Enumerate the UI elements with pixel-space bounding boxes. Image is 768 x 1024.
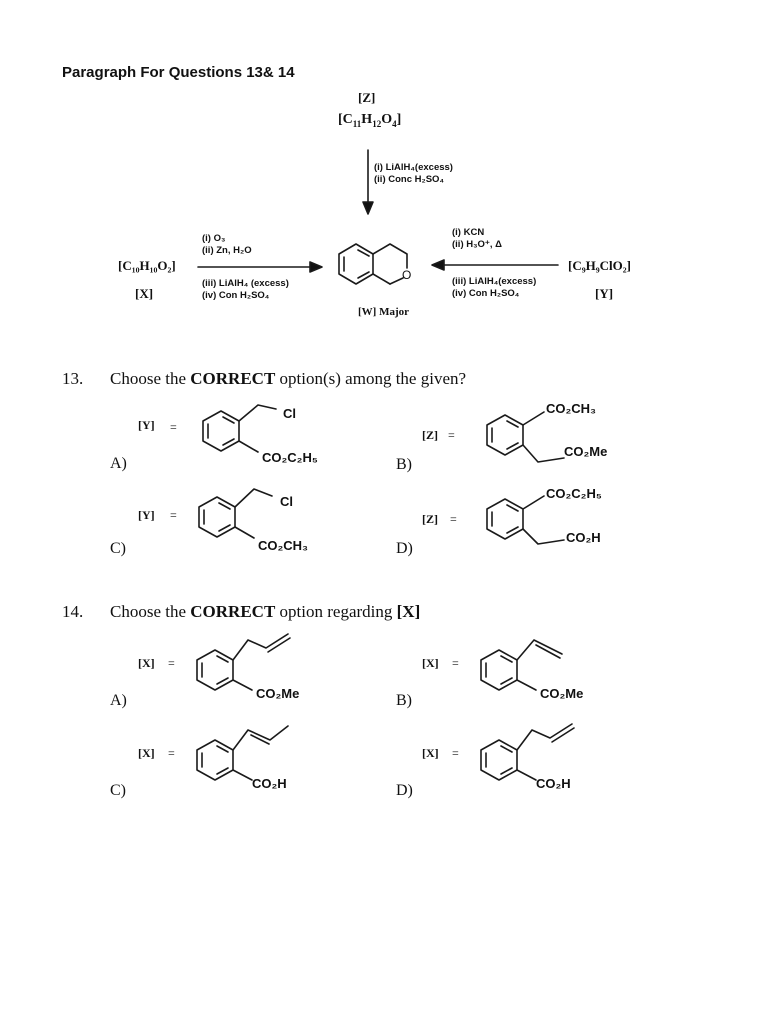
x-conditions-bottom: (iii) LiAlH₄ (excess) (iv) Con H₂SO₄	[202, 278, 289, 301]
q13-text: Choose the CORRECT option(s) among the g…	[110, 369, 467, 388]
q13-option-a[interactable]: A)	[110, 455, 127, 472]
q13-option-d[interactable]: D)	[396, 540, 413, 557]
q14-a-eq: =	[168, 656, 175, 670]
q14-c-group-bottom: CO₂H	[252, 776, 287, 791]
paragraph-heading: Paragraph For Questions 13& 14	[62, 64, 295, 81]
q13-option-c[interactable]: C)	[110, 540, 126, 557]
q14-option-b[interactable]: B)	[396, 692, 412, 709]
x-formula: [C₁₀H₁₀O₂]	[118, 258, 176, 273]
q13-c-label: [Y]	[138, 508, 155, 522]
q14-a-label: [X]	[138, 656, 155, 670]
q13-b-group-bottom: CO₂Me	[564, 444, 608, 459]
q13-d-structure	[486, 495, 565, 545]
q14-a-group-bottom: CO₂Me	[256, 686, 300, 701]
q14-option-c[interactable]: C)	[110, 782, 126, 799]
q14-b-label: [X]	[422, 656, 439, 670]
q13-d-eq: =	[450, 512, 457, 526]
q14-d-label: [X]	[422, 746, 439, 760]
y-conditions-top: (i) KCN (ii) H₃O⁺, Δ	[452, 227, 503, 250]
q13-a-eq: =	[170, 420, 177, 434]
q14-b-group-bottom: CO₂Me	[540, 686, 584, 701]
q13-b-group-top: CO₂CH₃	[546, 401, 597, 416]
q14-d-structure	[480, 723, 575, 781]
q14-b-eq: =	[452, 656, 459, 670]
product-w-structure	[338, 243, 408, 285]
y-conditions-bottom: (iii) LiAlH₄(excess) (iv) Con H₂SO₄	[452, 276, 537, 299]
q13-a-structure	[202, 404, 277, 453]
q13-b-label: [Z]	[422, 428, 438, 442]
x-label: [X]	[135, 286, 154, 301]
q14-c-structure	[196, 725, 289, 781]
q13-c-group-bottom: CO₂CH₃	[258, 538, 309, 553]
q14-d-eq: =	[452, 746, 459, 760]
q13-number: 13.	[62, 369, 84, 388]
z-conditions: (i) LiAlH₄(excess) (ii) Conc H₂SO₄	[374, 162, 453, 185]
z-label: [Z]	[358, 90, 376, 105]
q14-option-a[interactable]: A)	[110, 692, 127, 709]
q14-text: Choose the CORRECT option regarding [X]	[110, 602, 421, 621]
arrow-z-to-w	[362, 149, 374, 215]
q13-d-group-top: CO₂C₂H₅	[546, 486, 602, 501]
z-formula: [C11H12O4]	[338, 112, 402, 129]
w-ring-oxygen: O	[402, 268, 412, 282]
q13-d-label: [Z]	[422, 512, 438, 526]
q13-c-group-top: Cl	[280, 494, 293, 509]
q13-c-eq: =	[170, 508, 177, 522]
q13-b-structure	[486, 411, 565, 463]
q14-c-eq: =	[168, 746, 175, 760]
arrow-x-to-w	[197, 261, 323, 273]
q14-c-label: [X]	[138, 746, 155, 760]
w-label: [W] Major	[358, 306, 410, 318]
q13-c-structure	[198, 488, 273, 539]
q13-d-group-bottom: CO₂H	[566, 530, 601, 545]
q13-a-group-bottom: CO₂C₂H₅	[262, 450, 318, 465]
arrow-y-to-w	[431, 259, 559, 271]
y-label: [Y]	[595, 286, 614, 301]
q14-option-d[interactable]: D)	[396, 782, 413, 799]
q13-option-b[interactable]: B)	[396, 456, 412, 473]
q14-a-structure	[196, 633, 291, 691]
q13-a-group-top: Cl	[283, 406, 296, 421]
y-formula: [C₉H₉ClO₂]	[568, 258, 631, 273]
q13-b-eq: =	[448, 428, 455, 442]
q14-number: 14.	[62, 602, 84, 621]
x-conditions-top: (i) O₃ (ii) Zn, H₂O	[202, 233, 252, 256]
q14-b-structure	[480, 639, 563, 691]
q14-d-group-bottom: CO₂H	[536, 776, 571, 791]
q13-a-label: [Y]	[138, 418, 155, 432]
